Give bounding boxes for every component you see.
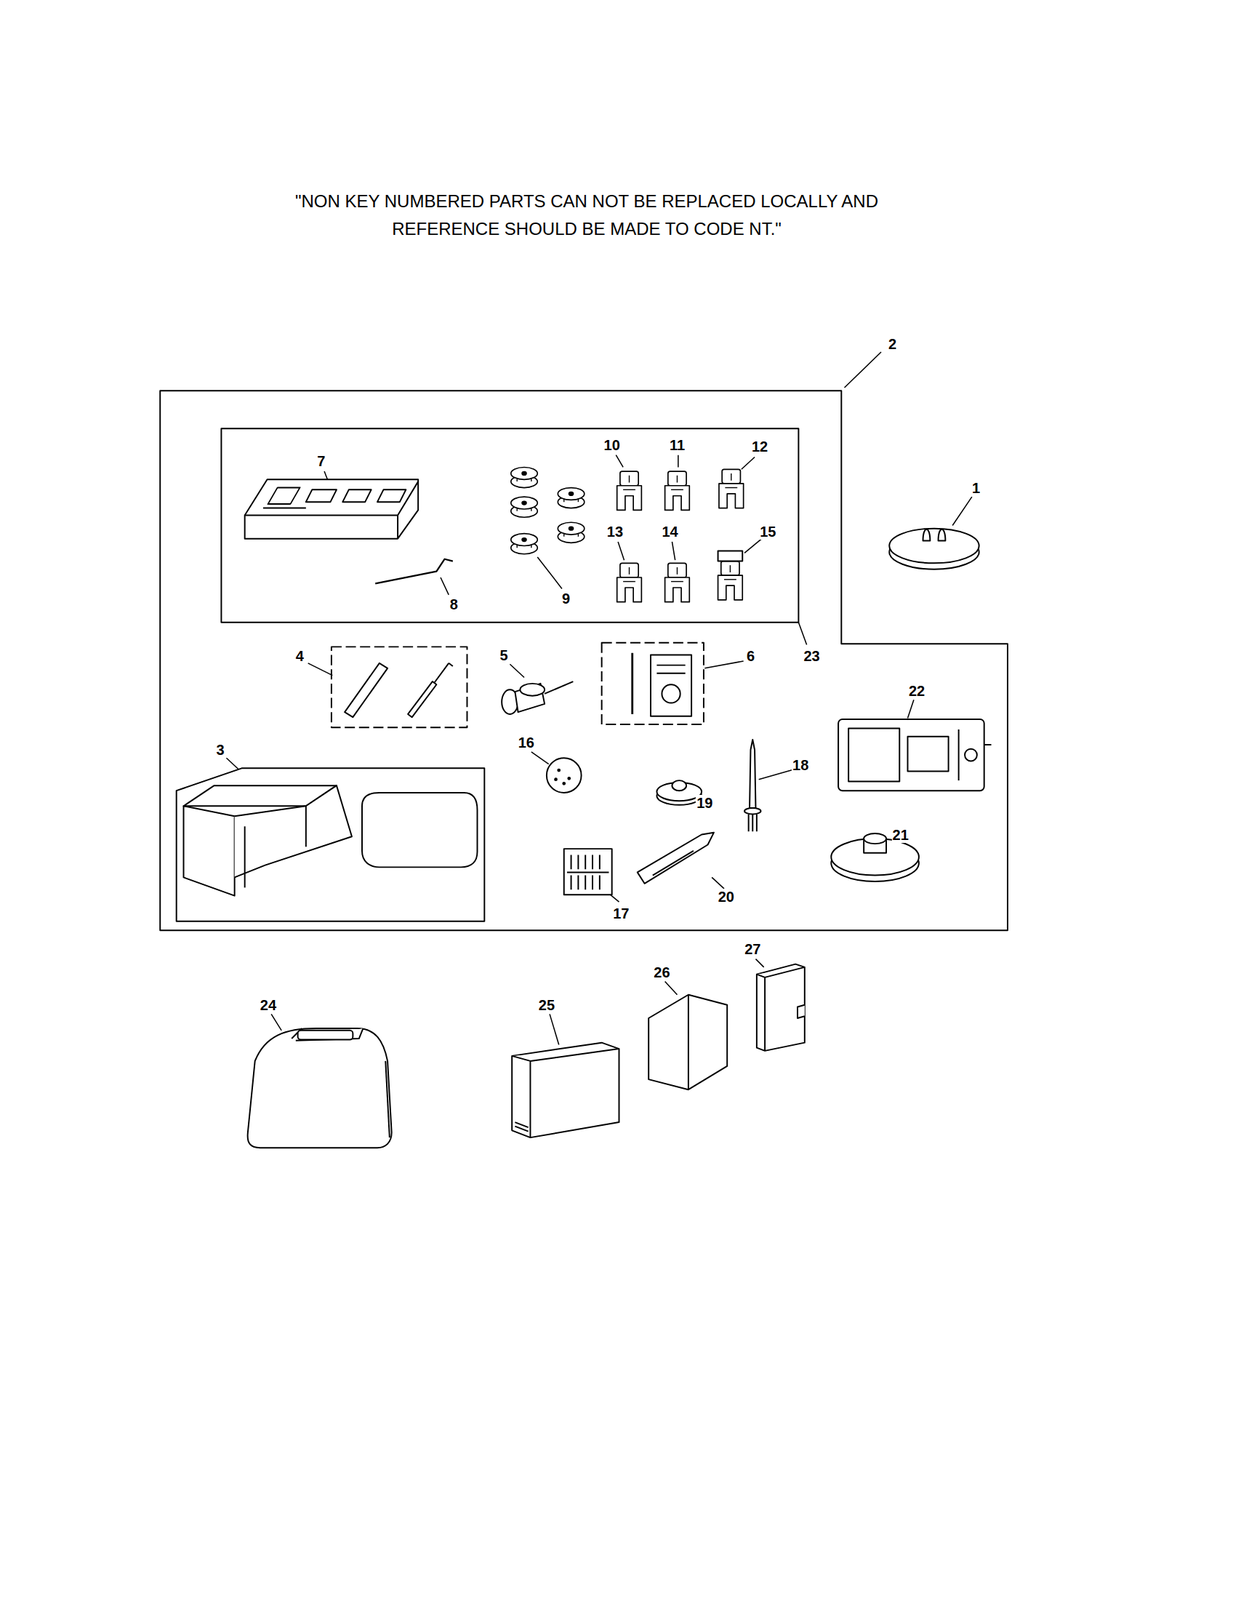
callout-number: 13: [606, 523, 624, 540]
note-text: "NON KEY NUMBERED PARTS CAN NOT BE REPLA…: [266, 187, 907, 243]
callout-number: 16: [517, 734, 536, 751]
callout-number: 21: [892, 826, 910, 843]
accessory-tray: [245, 479, 419, 538]
spool-pin: [744, 739, 761, 831]
group-outline: [159, 390, 1008, 930]
instruction-book: [511, 1042, 619, 1138]
callout-number: 9: [561, 590, 571, 607]
needle-card: [601, 642, 704, 725]
spool-cap: [889, 528, 979, 570]
callout-number: 11: [668, 436, 686, 453]
callout-number: 22: [908, 682, 926, 699]
callout-number: 26: [652, 964, 671, 981]
callout-number: 18: [791, 756, 810, 773]
callout-number: 19: [695, 794, 714, 811]
needle-pack: [564, 848, 613, 895]
small-spool-cap: [656, 780, 702, 805]
callout-number: 4: [295, 647, 305, 664]
callout-number: 24: [259, 996, 277, 1013]
carrying-case: [247, 1027, 392, 1148]
callout-number: 23: [802, 647, 821, 664]
leaflet: [648, 994, 728, 1090]
hex-wrench: [375, 559, 453, 584]
bobbins: [511, 466, 585, 554]
callout-number: 27: [743, 940, 762, 957]
callout-number: 17: [612, 905, 630, 922]
callout-number: 3: [215, 741, 225, 758]
callout-number: 2: [887, 335, 898, 352]
callout-number: 10: [603, 436, 621, 453]
seam-ripper: [637, 832, 714, 884]
leader-lines: [226, 351, 972, 1045]
callout-number: 15: [758, 523, 777, 540]
group-outline: [221, 428, 799, 623]
callout-number: 6: [745, 647, 756, 664]
callout-number: 1: [971, 479, 981, 496]
callout-number: 25: [537, 996, 556, 1013]
booklet: [756, 964, 805, 1051]
callout-number: 14: [660, 523, 679, 540]
screwdriver: [501, 681, 573, 714]
presser-feet: [617, 468, 744, 602]
callout-number: 5: [498, 647, 509, 664]
tool-set: [331, 646, 468, 728]
buttonhole-foot: [838, 719, 991, 791]
callout-number: 20: [717, 888, 736, 905]
callout-number: 8: [449, 596, 459, 613]
callout-number: 12: [750, 438, 769, 455]
callout-number: 7: [316, 452, 326, 469]
spool-felt: [546, 757, 582, 793]
extension-table: [176, 767, 485, 921]
